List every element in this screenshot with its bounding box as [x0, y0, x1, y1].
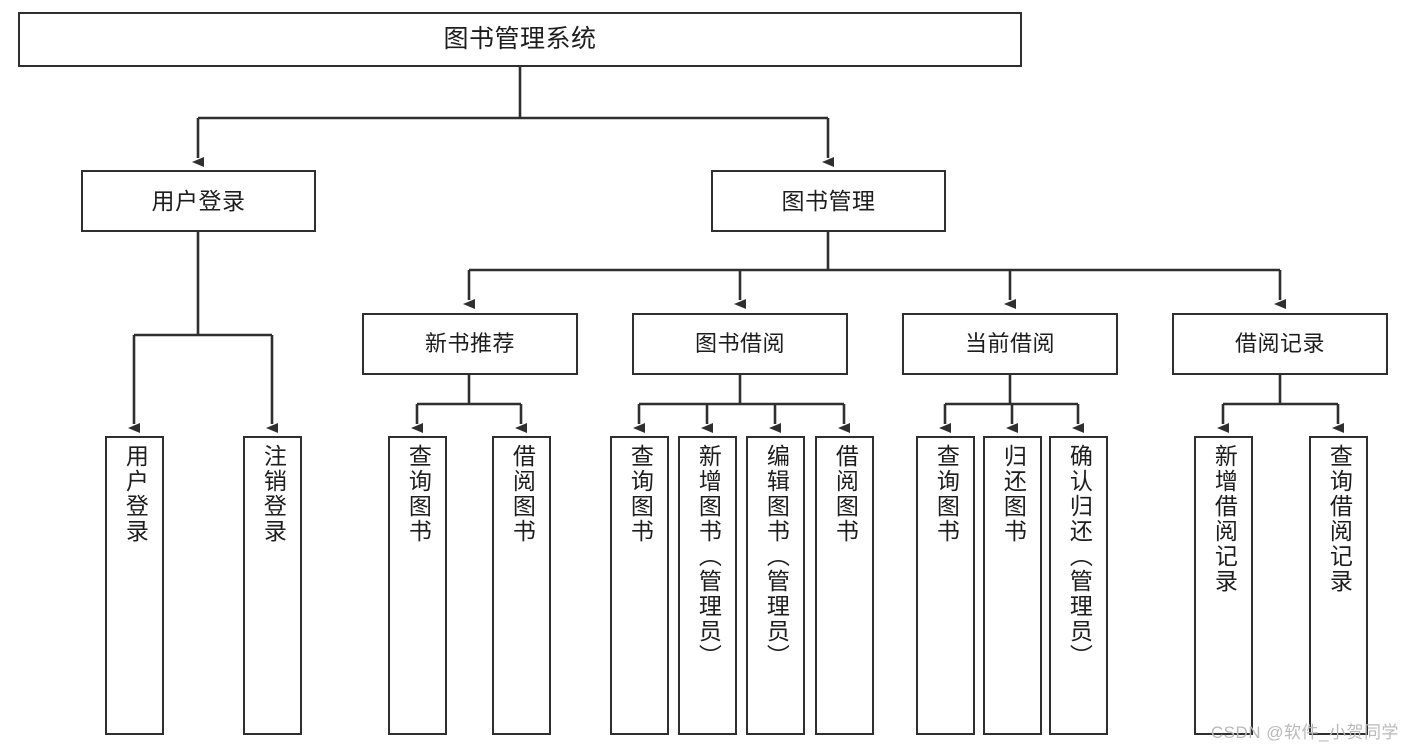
node-root[interactable]: 图书管理系统	[18, 12, 1022, 67]
node-book-borrow[interactable]: 图书借阅	[632, 313, 848, 375]
node-user-login-label: 用户登录	[151, 187, 246, 214]
leaf-query-book-current-label: 查询图书	[933, 444, 960, 544]
leaf-add-borrow-record[interactable]: 新增借阅记录	[1194, 436, 1253, 735]
leaf-logout[interactable]: 注销登录	[243, 436, 302, 735]
leaf-edit-book-admin-label: 编辑图书（管理员）	[763, 444, 790, 669]
node-current-borrow[interactable]: 当前借阅	[902, 313, 1118, 375]
leaf-query-borrow-record[interactable]: 查询借阅记录	[1309, 436, 1368, 735]
node-book-management-label: 图书管理	[781, 187, 876, 214]
leaf-add-borrow-record-label: 新增借阅记录	[1211, 444, 1238, 594]
leaf-borrow-book-new-label: 借阅图书	[509, 444, 536, 544]
leaf-logout-label: 注销登录	[260, 444, 287, 544]
node-user-login[interactable]: 用户登录	[81, 170, 316, 232]
node-new-book-recommend[interactable]: 新书推荐	[362, 313, 578, 375]
leaf-return-book-label: 归还图书	[1000, 444, 1027, 544]
leaf-borrow-book[interactable]: 借阅图书	[815, 436, 874, 735]
leaf-borrow-book-new[interactable]: 借阅图书	[492, 436, 551, 735]
node-borrow-record[interactable]: 借阅记录	[1172, 313, 1388, 375]
node-book-management[interactable]: 图书管理	[711, 170, 946, 232]
leaf-query-book-borrow[interactable]: 查询图书	[610, 436, 669, 735]
leaf-add-book-admin[interactable]: 新增图书（管理员）	[678, 436, 737, 735]
leaf-confirm-return-admin-label: 确认归还（管理员）	[1066, 444, 1093, 669]
leaf-edit-book-admin[interactable]: 编辑图书（管理员）	[746, 436, 805, 735]
leaf-query-book-new[interactable]: 查询图书	[388, 436, 447, 735]
node-current-borrow-label: 当前借阅	[964, 330, 1055, 356]
leaf-query-book-current[interactable]: 查询图书	[916, 436, 975, 735]
leaf-query-book-borrow-label: 查询图书	[627, 444, 654, 544]
node-borrow-record-label: 借阅记录	[1234, 330, 1325, 356]
leaf-user-login[interactable]: 用户登录	[105, 436, 164, 735]
leaf-query-book-new-label: 查询图书	[405, 444, 432, 544]
leaf-user-login-label: 用户登录	[122, 444, 149, 544]
node-root-label: 图书管理系统	[443, 25, 597, 54]
leaf-query-borrow-record-label: 查询借阅记录	[1326, 444, 1353, 594]
leaf-return-book[interactable]: 归还图书	[983, 436, 1042, 735]
node-book-borrow-label: 图书借阅	[694, 330, 785, 356]
leaf-add-book-admin-label: 新增图书（管理员）	[695, 444, 722, 669]
leaf-confirm-return-admin[interactable]: 确认归还（管理员）	[1049, 436, 1108, 735]
leaf-borrow-book-label: 借阅图书	[832, 444, 859, 544]
node-new-book-recommend-label: 新书推荐	[424, 330, 515, 356]
watermark: CSDN @软件_小贺同学	[1210, 723, 1399, 742]
